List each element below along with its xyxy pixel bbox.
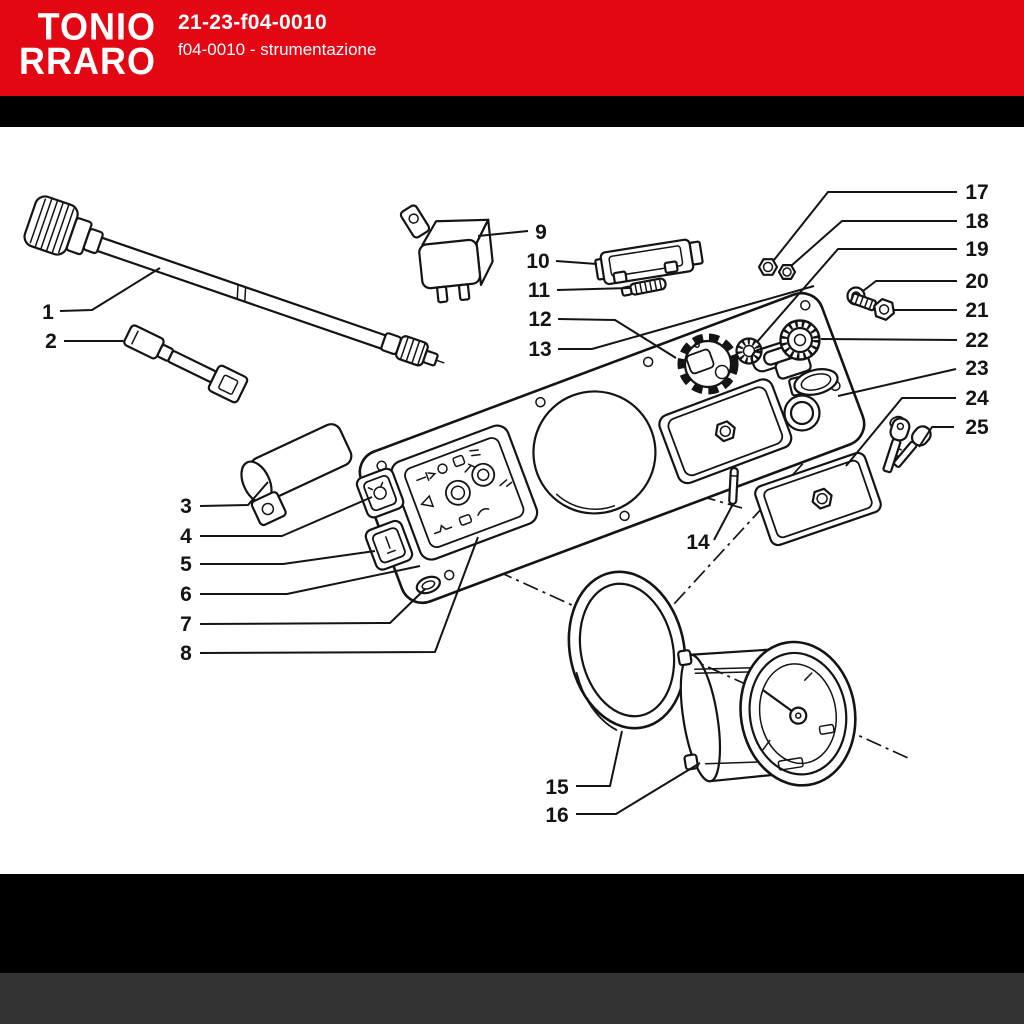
callout-14: 14 — [686, 531, 710, 554]
callout-6: 6 — [180, 583, 192, 606]
panel-mounted-light-module — [658, 378, 793, 485]
part-23-power-socket — [783, 368, 839, 432]
callout-8: 8 — [180, 642, 192, 665]
logo-line-2: RRARO — [19, 39, 156, 80]
callout-21: 21 — [965, 299, 989, 322]
part-25-keys — [882, 415, 932, 474]
part-2-connector-link — [123, 324, 249, 404]
callout-11: 11 — [528, 279, 551, 302]
callout-numbers: 1 2 3 4 5 6 7 8 9 10 11 12 13 14 15 16 1… — [42, 181, 989, 827]
page-title: 21-23-f04-0010 — [178, 11, 327, 34]
footer-bar — [0, 973, 1024, 1024]
callout-10: 10 — [526, 250, 549, 273]
part-21-bolt — [849, 292, 896, 321]
callout-3: 3 — [180, 495, 192, 518]
part-16-gauge — [677, 640, 857, 787]
part-14-pin — [728, 466, 739, 506]
callout-12: 12 — [528, 308, 551, 331]
part-4-rocker-switch — [355, 467, 405, 519]
part-8-warning-light-cluster — [416, 449, 513, 535]
header-band: TONIO RRARO 21-23-f04-0010 f04-0010 - st… — [0, 0, 1024, 96]
callout-19: 19 — [965, 238, 988, 261]
diagram-area: 1 2 3 4 5 6 7 8 9 10 11 12 13 14 15 16 1… — [0, 127, 1024, 874]
part-1-speedometer-cable — [23, 195, 445, 367]
callout-20: 20 — [965, 270, 988, 293]
callout-13: 13 — [528, 338, 551, 361]
page-subtitle: f04-0010 - strumentazione — [178, 40, 377, 59]
callout-25: 25 — [965, 416, 989, 439]
part-15-bezel-ring — [567, 570, 687, 731]
part-9-relay — [399, 204, 494, 304]
part-10-buzzer-unit — [594, 238, 704, 286]
gauge-face — [762, 672, 835, 771]
leader-lines — [59, 191, 958, 815]
callout-2: 2 — [45, 330, 57, 353]
bottom-separator-bar — [0, 874, 1024, 973]
part-13-instrument-panel — [355, 291, 866, 605]
logo-line-1: TONIO — [37, 9, 156, 48]
part-24-light-module — [754, 451, 882, 547]
brand-logo: TONIO RRARO — [0, 9, 156, 79]
callout-23: 23 — [965, 357, 988, 380]
callout-5: 5 — [180, 553, 192, 576]
top-separator-bar — [0, 96, 1024, 127]
callout-9: 9 — [535, 221, 547, 244]
part-7-blanking-plug — [415, 575, 441, 595]
callout-18: 18 — [965, 210, 989, 233]
callout-22: 22 — [965, 329, 988, 352]
header-titles: 21-23-f04-0010 f04-0010 - strumentazione — [178, 11, 376, 60]
callout-4: 4 — [180, 525, 192, 548]
part-12-ignition-switch — [677, 333, 739, 395]
callout-17: 17 — [965, 181, 988, 204]
part-3-canister — [240, 423, 353, 527]
callout-24: 24 — [965, 387, 989, 410]
parts-diagram: 1 2 3 4 5 6 7 8 9 10 11 12 13 14 15 16 1… — [23, 181, 989, 827]
callout-1: 1 — [42, 301, 54, 324]
callout-15: 15 — [545, 776, 569, 799]
callout-7: 7 — [180, 613, 192, 636]
part-18-nut — [777, 264, 797, 280]
part-22-knurled-knob — [774, 319, 821, 380]
part-17-nut — [757, 258, 779, 276]
callout-16: 16 — [545, 804, 568, 827]
part-5-rocker-switch — [364, 519, 414, 571]
